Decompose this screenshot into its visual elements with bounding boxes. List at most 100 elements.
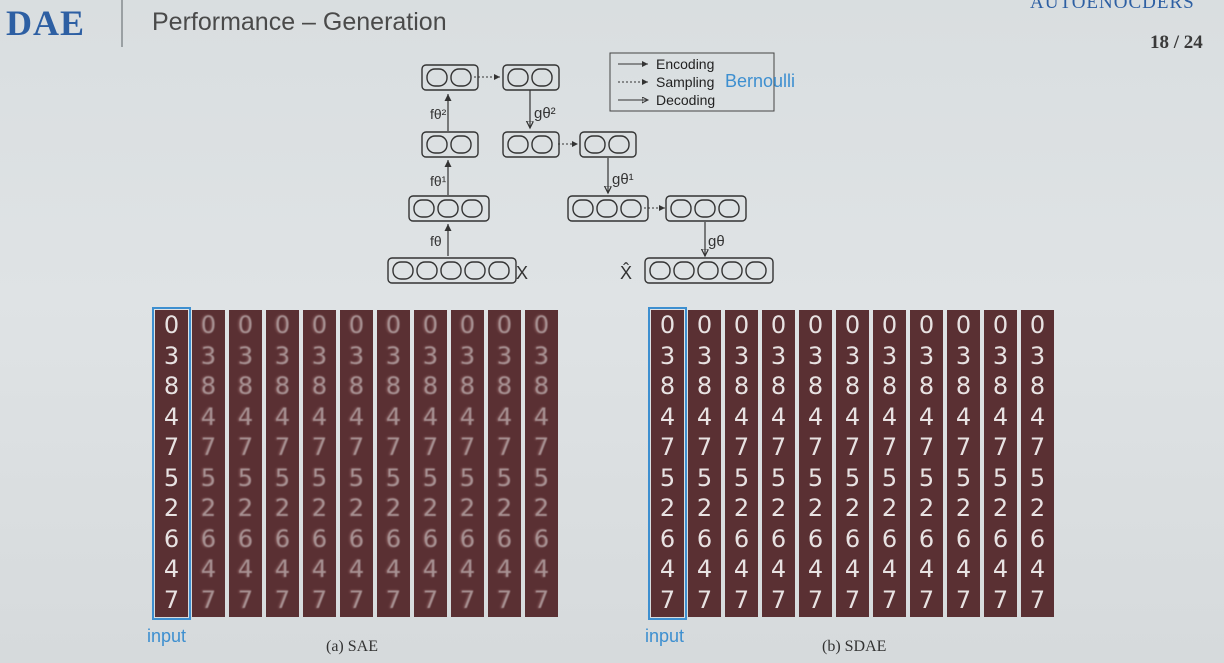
digit-cell: 3 xyxy=(237,341,254,370)
page-number: 18 / 24 xyxy=(1150,32,1203,53)
legend-decoding: Decoding xyxy=(656,92,715,108)
digit-cell: 7 xyxy=(459,585,476,614)
digit-cell: 5 xyxy=(733,463,750,492)
g2-label: gθ² xyxy=(534,105,556,122)
digit-cell: 7 xyxy=(163,433,180,461)
digit-cell: 2 xyxy=(918,494,935,522)
digit-cell: 2 xyxy=(163,494,180,522)
digit-cell: 8 xyxy=(533,372,550,400)
digit-cell: 6 xyxy=(992,524,1009,553)
x-label: X xyxy=(516,263,528,283)
digit-cell: 6 xyxy=(659,524,676,553)
digit-cell: 6 xyxy=(881,524,898,553)
digit-cell: 2 xyxy=(422,494,439,522)
digit-cell: 2 xyxy=(770,494,787,522)
digit-cell: 4 xyxy=(955,402,972,431)
legend: Encoding Sampling Decoding Bernoulli xyxy=(609,52,795,112)
digit-cell: 7 xyxy=(237,585,254,614)
neuron-unit xyxy=(437,199,459,218)
digit-cell: 3 xyxy=(807,341,824,370)
digit-cell: 5 xyxy=(918,463,935,492)
digit-cell: 2 xyxy=(274,494,291,522)
digit-cell: 8 xyxy=(696,372,713,400)
digit-cell: 6 xyxy=(918,524,935,553)
digit-cell: 0 xyxy=(385,311,402,339)
digit-cell: 0 xyxy=(844,311,861,339)
digit-cell: 8 xyxy=(311,372,328,400)
digit-cell: 3 xyxy=(533,341,550,370)
digit-cell: 3 xyxy=(496,341,513,370)
digit-cell: 0 xyxy=(770,311,787,339)
neuron-unit xyxy=(488,261,510,280)
brand-logo: DAE xyxy=(6,3,86,43)
digit-cell: 8 xyxy=(422,372,439,400)
digit-cell: 7 xyxy=(807,585,824,614)
digit-cell: 5 xyxy=(696,463,713,492)
digit-cell: 2 xyxy=(659,494,676,522)
neuron-unit xyxy=(426,135,448,154)
digit-cell: 0 xyxy=(918,311,935,339)
digit-cell: 4 xyxy=(459,402,476,431)
digit-cell: 5 xyxy=(311,463,328,492)
digit-cell: 2 xyxy=(992,494,1009,522)
digit-cell: 6 xyxy=(311,524,328,553)
legend-encoding: Encoding xyxy=(656,56,714,72)
neuron-unit xyxy=(450,68,472,87)
digit-cell: 5 xyxy=(496,463,513,492)
digit-cell: 5 xyxy=(1029,463,1046,492)
digit-cell: 7 xyxy=(918,585,935,614)
digit-cell: 7 xyxy=(459,433,476,461)
digit-cell: 4 xyxy=(992,555,1009,583)
layer-box xyxy=(387,257,517,284)
digit-cell: 7 xyxy=(311,433,328,461)
digit-cell: 5 xyxy=(385,463,402,492)
digit-cell: 4 xyxy=(770,402,787,431)
digit-cell: 5 xyxy=(955,463,972,492)
digit-cell: 6 xyxy=(274,524,291,553)
digit-cell: 0 xyxy=(459,311,476,339)
sae-input-label: input xyxy=(147,626,187,646)
digit-cell: 7 xyxy=(955,585,972,614)
digit-cell: 7 xyxy=(807,433,824,461)
neuron-unit xyxy=(531,135,553,154)
digit-cell: 7 xyxy=(1029,433,1046,461)
digit-cell: 0 xyxy=(992,311,1009,339)
digit-cell: 7 xyxy=(496,433,513,461)
digit-cell: 3 xyxy=(918,341,935,370)
digit-cell: 6 xyxy=(844,524,861,553)
layer-box xyxy=(665,195,747,222)
digit-cell: 2 xyxy=(385,494,402,522)
legend-sampling: Sampling xyxy=(656,74,714,90)
digit-cell: 4 xyxy=(807,555,824,583)
digit-cell: 7 xyxy=(992,433,1009,461)
digit-cell: 6 xyxy=(955,524,972,553)
header-divider xyxy=(121,0,123,47)
digit-cell: 6 xyxy=(200,524,217,553)
digit-cell: 4 xyxy=(163,555,180,583)
digit-cell: 4 xyxy=(918,555,935,583)
digit-cell: 4 xyxy=(881,555,898,583)
digit-cell: 2 xyxy=(955,494,972,522)
neuron-unit xyxy=(584,135,606,154)
digit-cell: 4 xyxy=(237,402,254,431)
neuron-unit xyxy=(721,261,743,280)
digit-cell: 7 xyxy=(385,433,402,461)
digit-cell: 4 xyxy=(770,555,787,583)
digit-cell: 2 xyxy=(459,494,476,522)
digit-cell: 4 xyxy=(955,555,972,583)
neuron-unit xyxy=(416,261,438,280)
digit-cell: 0 xyxy=(881,311,898,339)
layer-box xyxy=(579,131,637,158)
digit-cell: 6 xyxy=(163,524,180,553)
digit-cell: 4 xyxy=(533,402,550,431)
digit-cell: 4 xyxy=(1029,555,1046,583)
digit-cell: 7 xyxy=(844,585,861,614)
neuron-unit xyxy=(392,261,414,280)
